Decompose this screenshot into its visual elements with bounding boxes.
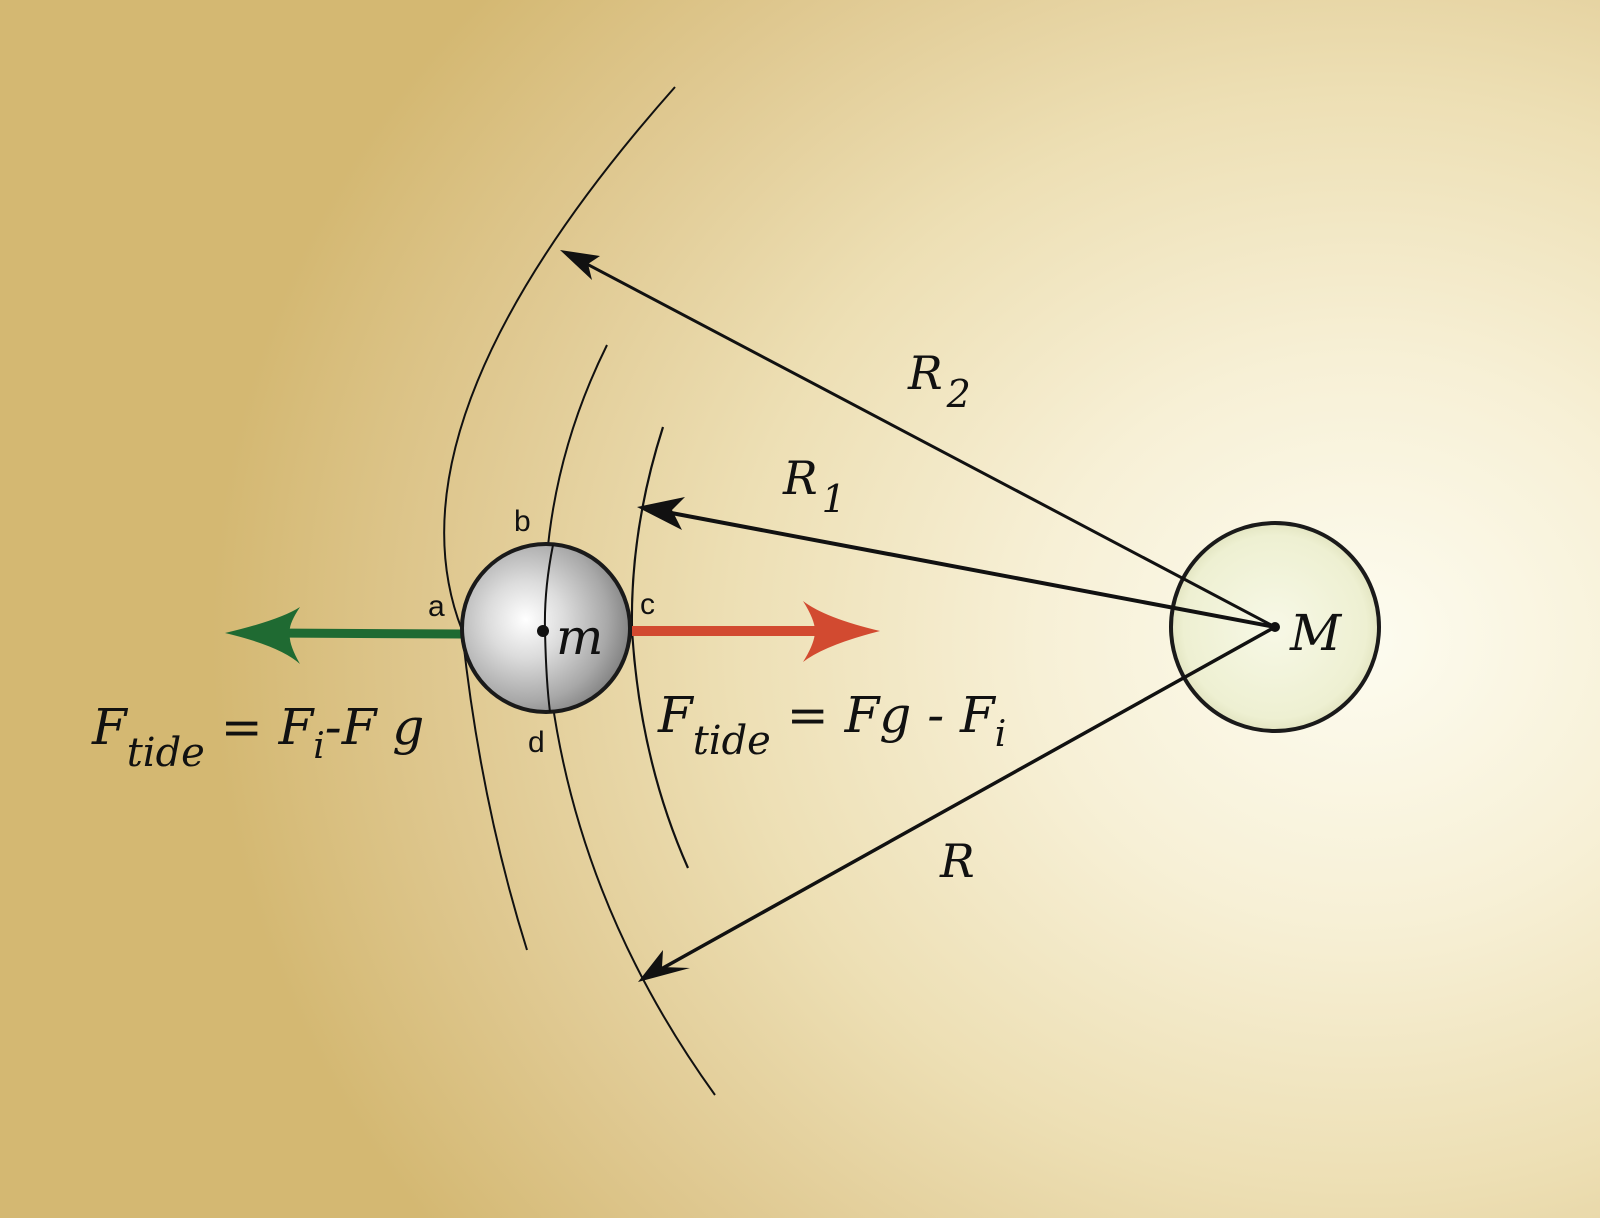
point-label-b: b [514, 505, 531, 538]
eq-left-minus: - [324, 698, 342, 756]
green-arrow-shaft [269, 628, 463, 639]
eq-right-term1: Fg [844, 686, 912, 744]
eq-left-equals: = [220, 698, 263, 756]
r-label: R [940, 834, 975, 888]
large-body-center-dot [1270, 622, 1280, 632]
r1-arrowhead-icon [637, 497, 685, 530]
eq-left-term2: F g [341, 698, 425, 756]
green-arrowhead-icon [225, 607, 300, 664]
r-arrowhead-icon [638, 950, 690, 982]
equation-left: Ftide = Fi-F g [92, 702, 424, 773]
r-line [644, 625, 1276, 980]
r1-label-main: R [783, 451, 818, 505]
eq-right-minus: - [927, 686, 945, 744]
outer-arc [443, 86, 676, 951]
point-label-c: c [640, 588, 655, 621]
small-body-label: m [556, 608, 604, 666]
r1-label-subscript: 1 [821, 477, 846, 521]
r2-label-subscript: 2 [946, 372, 971, 416]
equation-right: Ftide = Fg - Fi [658, 690, 1006, 761]
eq-right-lhs: F [658, 686, 693, 744]
r2-label-main: R [908, 346, 943, 400]
eq-left-term1: F [278, 698, 314, 756]
eq-right-lhs-sub: tide [692, 718, 771, 764]
r2-arrowhead-icon [560, 250, 600, 280]
red-arrowhead-icon [803, 601, 880, 662]
small-body-center-dot [537, 625, 549, 637]
point-label-d: d [528, 726, 545, 759]
eq-left-term1-sub: i [313, 726, 325, 767]
eq-right-equals: = [786, 686, 829, 744]
eq-right-term2: F [960, 686, 995, 744]
r1-line [644, 506, 1276, 629]
eq-right-term2-sub: i [994, 714, 1007, 755]
eq-left-lhs: F [92, 698, 127, 756]
large-body-label: M [1290, 604, 1342, 662]
point-label-a: a [428, 590, 445, 623]
r2-line [565, 251, 1276, 629]
eq-left-lhs-sub: tide [126, 730, 205, 776]
inner-arc [630, 426, 690, 869]
